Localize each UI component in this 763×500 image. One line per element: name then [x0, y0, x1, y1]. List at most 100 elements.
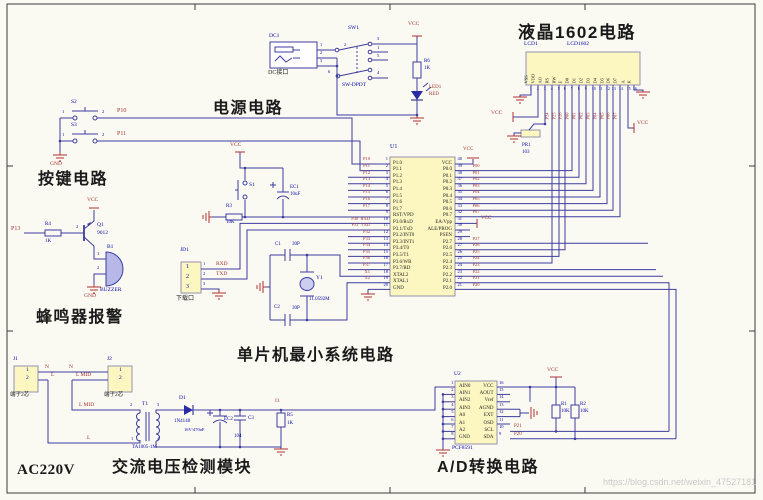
title-power-circuit: 电源电路 — [213, 100, 284, 117]
label-lcd-pins-14-num: 15 — [626, 85, 631, 91]
label-u2-rows-0-rpin: 16 — [499, 379, 504, 385]
label-u2-rows-0-lpin: 1 — [451, 379, 454, 385]
wires-power-keys-reset — [59, 36, 418, 218]
label-lcd-pins-1-num: 2 — [536, 85, 539, 91]
label-u2-rows-2-rpin: 14 — [499, 394, 504, 400]
label-u1-right-15-net: P24 — [472, 255, 480, 261]
label-buzzer-b1-ref: B1 — [107, 244, 114, 250]
label-u1-right-2-pin: 38 — [457, 169, 463, 175]
label-u1-right-18-name: P2.1 — [442, 279, 452, 285]
label-u1-left-18-pin: 19 — [383, 275, 389, 281]
label-lcd-risers-0: P24 — [544, 111, 550, 119]
label-u1-left-4-name: P1.4 — [393, 187, 403, 192]
label-u2-rows-5-lname: A1 — [459, 420, 466, 426]
label-u1-left-14-pin: 15 — [383, 248, 389, 254]
label-xtal-c2-ref: C2 — [274, 305, 280, 310]
label-buzzer-r4-ref: R4 — [45, 222, 51, 227]
label-u1-left-1-net: P11 — [363, 163, 370, 168]
label-power-dc1-pins-2: 3 — [320, 58, 323, 63]
label-u2-rows-4-lname: A0 — [459, 413, 466, 419]
title-mcu-circuit: 单片机最小系统电路 — [237, 347, 395, 364]
label-u1-left-12-name: P3.3/INT1 — [393, 239, 415, 245]
label-reset-s1: S1 — [249, 182, 255, 188]
label-u2-rows-6-rname: SCL — [484, 428, 494, 433]
b1-buzzer-icon — [105, 251, 124, 287]
label-u2-rows-1-lname: AIN1 — [459, 391, 471, 396]
label-u1-left-4-pin: 5 — [385, 182, 388, 188]
label-ac-j1-pins-1: 2 — [26, 374, 29, 381]
label-u2-vcc: VCC — [547, 367, 559, 373]
label-u1-right-0-net: VCC — [463, 146, 474, 152]
label-u1-left-11-net: P32 — [362, 229, 370, 234]
label-u1-right-2-name: P0.1 — [442, 173, 452, 179]
label-u1-right-13-pin: 27 — [457, 242, 463, 248]
label-u1-left-0-net: P10 — [362, 156, 370, 162]
label-u2-rows-7-rpin: 9 — [499, 431, 502, 437]
label-lcd-pins-0-name: VSS — [523, 74, 529, 83]
label-power-sw1-pins-4: 6 — [328, 69, 331, 74]
label-u1-left-17-name: XTAL2 — [393, 272, 409, 278]
title-adc-circuit: A/D转换电路 — [437, 459, 540, 476]
label-u1-left-10-pin: 11 — [383, 222, 388, 228]
component-bodies — [13, 41, 641, 445]
label-u1-left-19-name: GND — [393, 286, 404, 291]
label-ac-nets-l1: L — [51, 372, 55, 378]
label-reset-ec1-value: 10uF — [290, 192, 301, 197]
label-lcd-pins-9-name: D3 — [585, 77, 591, 84]
label-lcd-pins-7-name: D1 — [571, 77, 577, 84]
sheet-border — [6, 3, 756, 494]
label-jd1-pins-0: 1 — [203, 261, 206, 266]
label-ac-j2-pins-0: 1 — [119, 366, 122, 373]
label-ac-c3-ref: C3 — [248, 416, 254, 421]
label-lcd-pins-4-name: RW — [551, 75, 557, 83]
label-lcd-risers-8: P05 — [599, 111, 605, 119]
label-keys-gnd: GND — [50, 161, 62, 167]
label-power-sw1-pins-3: 5 — [377, 53, 380, 58]
power-ground-symbols — [53, 35, 650, 457]
label-lcd-risers-10: P07 — [612, 111, 618, 119]
label-u2-rows-0-lname: AIN0 — [459, 383, 471, 389]
label-u2-rows-1-lpin: 2 — [451, 387, 454, 392]
label-buzzer-q1-ref: Q1 — [97, 222, 104, 228]
label-ac-t1-ref: T1 — [142, 401, 149, 407]
label-lcd-pins-6-num: 7 — [570, 85, 573, 91]
label-u1-left-7-name: P1.7 — [393, 206, 403, 212]
label-u1-right-16-net: P23 — [472, 262, 480, 267]
label-u1-right-10-pin: 30 — [457, 222, 463, 228]
label-lcd-pins-6-name: D0 — [564, 77, 570, 84]
label-u1-left-15-net: P36 — [362, 255, 370, 261]
label-u1-left-6-name: P1.6 — [393, 200, 403, 206]
label-u1-left-0-pin: 1 — [385, 156, 388, 162]
label-buzzer-b1-value: BUZZER — [100, 287, 122, 293]
label-u1-left-12-pin: 13 — [383, 235, 389, 241]
label-ac-t1-pins-2: 3 — [157, 402, 160, 407]
title-buzzer-alarm: 蜂鸣器报警 — [36, 309, 124, 326]
label-u1-right-3-net: P02 — [472, 176, 480, 182]
led1-diode-icon — [411, 91, 423, 100]
label-u1-right-19-name: P2.0 — [442, 286, 452, 291]
label-u1-right-14-net: P25 — [472, 248, 480, 254]
label-power-dc1-pins-1: 2 — [320, 50, 323, 55]
jd1-connector-body — [180, 261, 202, 294]
label-xtal-c2-value: 30P — [292, 306, 300, 311]
label-u1-left-10-name: P3.1/TxD — [393, 226, 413, 232]
label-u1-right-8-name: P0.7 — [442, 213, 452, 219]
label-power-vcc: VCC — [408, 21, 420, 27]
label-lcd-ref: LCD1 — [524, 41, 538, 47]
label-power-sw1-pins-0: 2 — [344, 42, 347, 47]
label-power-dc1-pins-0: 1 — [320, 42, 323, 47]
label-u1-left-14-name: P3.5/T1 — [393, 253, 409, 258]
label-lcd-pins-9-num: 10 — [591, 85, 596, 91]
label-ac-j2-ref: J2 — [107, 356, 112, 362]
label-u1-right-1-pin: 39 — [457, 163, 463, 168]
label-ac220v: AC220V — [17, 462, 75, 478]
label-u1-right-1-name: P0.0 — [442, 167, 452, 173]
wires-buzzer-jd1-xtal — [24, 210, 390, 326]
r3-resistor — [225, 213, 243, 221]
label-lcd-pins-10-num: 11 — [598, 85, 603, 91]
label-ac-d1-value: 1N4148 — [174, 419, 191, 424]
label-ac-nets-lmid1: L MID — [76, 372, 92, 378]
label-lcd-pins-12-num: 13 — [611, 85, 616, 91]
